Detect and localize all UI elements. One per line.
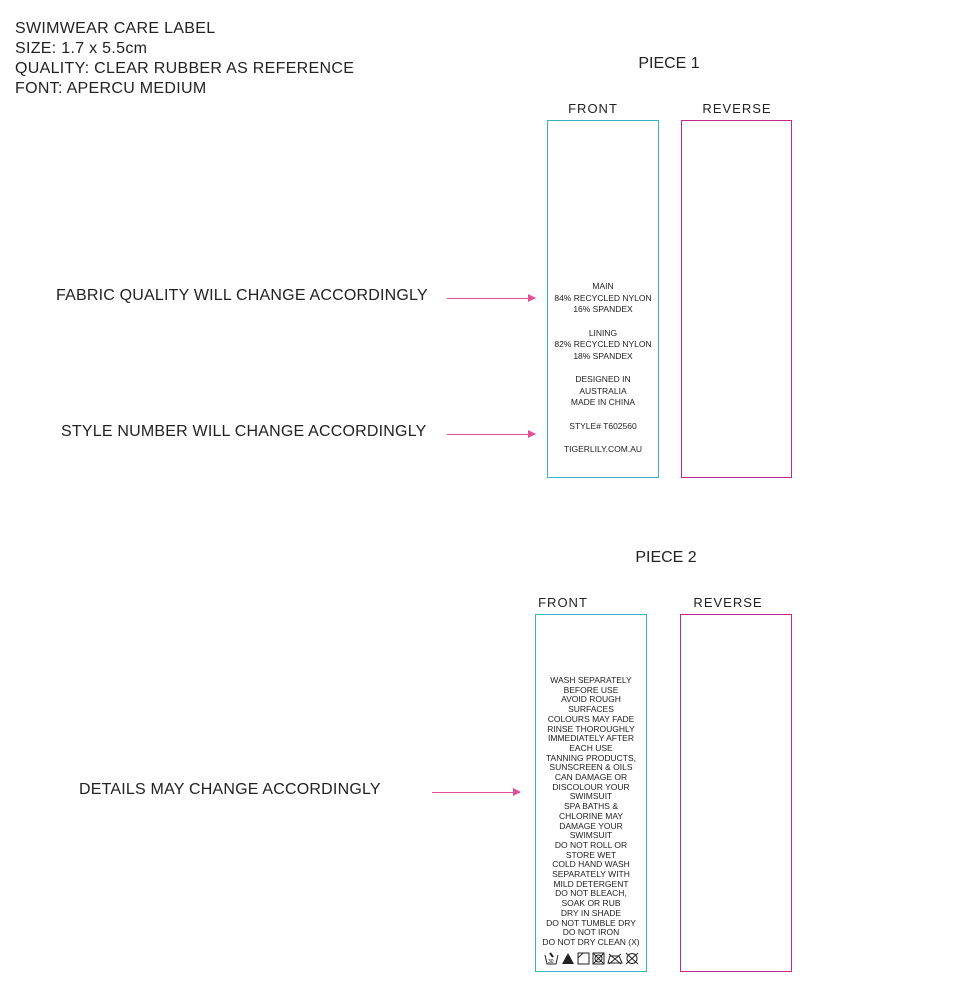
label-line: AUSTRALIA <box>579 385 627 396</box>
piece2-title: PIECE 2 <box>635 549 697 566</box>
piece2-front-heading: FRONT <box>538 595 588 610</box>
label-line: TIGERLILY.COM.AU <box>563 444 643 454</box>
fabric-arrow-icon <box>447 294 536 302</box>
label-line: 84% RECYCLED NYLON <box>554 292 652 303</box>
label-line: SEPARATELY WITH <box>552 869 630 880</box>
piece2-reverse-heading: REVERSE <box>693 595 763 610</box>
spec-title: SWIMWEAR CARE LABEL <box>15 20 216 37</box>
style-arrow-icon <box>447 430 536 438</box>
spec-block: SWIMWEAR CARE LABEL SIZE: 1.7 x 5.5cm QU… <box>15 19 354 99</box>
hand-wash-icon: 30 <box>544 952 558 965</box>
piece2-reverse-label <box>680 614 792 972</box>
label-line <box>548 409 658 421</box>
fabric-note: FABRIC QUALITY WILL CHANGE ACCORDINGLY <box>56 287 428 304</box>
label-line: SWIMSUIT <box>569 830 613 841</box>
label-line: DO NOT IRON <box>562 927 620 938</box>
spec-size: SIZE: 1.7 x 5.5cm <box>15 40 148 57</box>
no-dry-clean-icon <box>625 952 638 965</box>
label-line: DO NOT TUMBLE DRY <box>546 917 636 928</box>
no-bleach-icon <box>561 953 574 964</box>
label-line: DO NOT ROLL OR <box>554 839 628 850</box>
label-line <box>548 316 658 328</box>
label-line: RINSE THOROUGHLY <box>547 723 635 734</box>
label-line: COLD HAND WASH <box>552 859 630 870</box>
piece1-reverse-label <box>681 120 792 478</box>
label-line: SWIMSUIT <box>569 791 613 802</box>
label-line: DISCOLOUR YOUR <box>552 781 630 792</box>
dry-in-shade-icon <box>577 952 589 965</box>
svg-text:30: 30 <box>548 959 554 965</box>
care-symbols: 30 <box>536 952 646 965</box>
label-line: TANNING PRODUCTS, <box>545 752 637 763</box>
style-note: STYLE NUMBER WILL CHANGE ACCORDINGLY <box>61 423 427 440</box>
piece1-reverse-heading: REVERSE <box>702 101 772 116</box>
label-line: MAIN <box>592 281 614 291</box>
no-iron-icon <box>606 953 623 965</box>
spec-quality: QUALITY: CLEAR RUBBER AS REFERENCE <box>15 60 355 77</box>
label-line: STYLE# T602560 <box>569 420 637 431</box>
spec-font: FONT: APERCU MEDIUM <box>15 80 207 97</box>
label-line: MADE IN CHINA <box>570 397 636 407</box>
label-line: AVOID ROUGH <box>561 694 621 705</box>
label-line: WASH SEPARATELY <box>550 675 632 685</box>
label-line: BEFORE USE <box>563 684 619 695</box>
details-note: DETAILS MAY CHANGE ACCORDINGLY <box>79 781 381 798</box>
label-line: CAN DAMAGE OR <box>554 772 628 783</box>
piece1-front-heading: FRONT <box>568 101 618 116</box>
label-line: IMMEDIATELY AFTER <box>548 733 634 744</box>
label-line: DRY IN SHADE <box>560 907 622 918</box>
label-line: 18% SPANDEX <box>573 350 633 361</box>
no-tumble-dry-icon <box>592 952 604 965</box>
label-line: MILD DETERGENT <box>553 878 629 889</box>
label-line <box>548 362 658 374</box>
details-arrow-icon <box>432 788 521 796</box>
label-line: DESIGNED IN <box>575 374 631 384</box>
label-line: LINING <box>588 327 618 338</box>
piece1-title: PIECE 1 <box>638 55 700 72</box>
label-line: SUNSCREEN & OILS <box>549 762 633 773</box>
label-line <box>548 432 658 444</box>
label-line: COLOURS MAY FADE <box>547 713 635 724</box>
label-line: STORE WET <box>565 849 617 860</box>
label-line: DO NOT BLEACH, <box>555 888 627 899</box>
label-line: SPA BATHS & <box>563 801 618 812</box>
label-line: 82% RECYCLED NYLON <box>554 339 652 349</box>
label-line: CHLORINE MAY <box>558 810 624 821</box>
label-line: SURFACES <box>568 704 614 715</box>
label-line: DO NOT DRY CLEAN (X) <box>542 936 640 947</box>
label-line: 16% SPANDEX <box>573 304 633 314</box>
label-line: DAMAGE YOUR <box>559 820 623 831</box>
label-line: SOAK OR RUB <box>561 898 621 909</box>
label-line: EACH USE <box>569 742 613 753</box>
